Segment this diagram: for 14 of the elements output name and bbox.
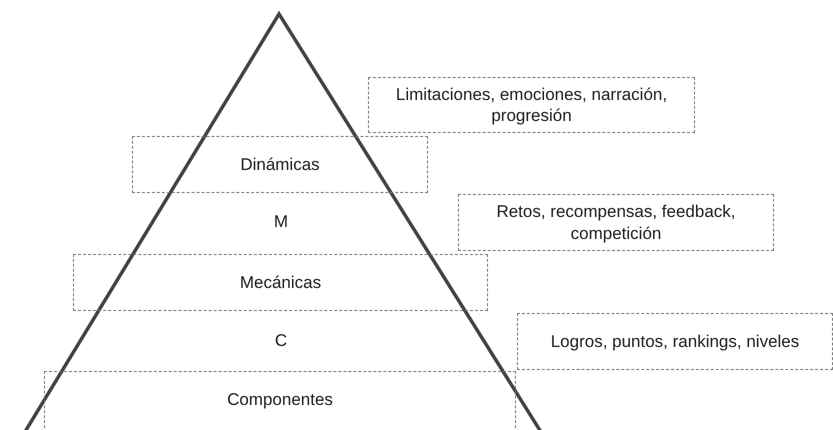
- layer-initial: C: [274, 331, 288, 351]
- layer-box: [132, 136, 428, 193]
- note-box: [458, 194, 774, 251]
- node-text: Dinámicas: [240, 154, 320, 176]
- node-text: Limitaciones, emociones, narración, progresión: [394, 84, 668, 126]
- note-box: [517, 313, 833, 370]
- node-text: Componentes: [227, 389, 333, 410]
- node-text: Logros, puntos, rankings, niveles: [550, 330, 800, 352]
- node-text: Retos, recompensas, feedback, competición: [495, 201, 737, 244]
- node-text: Mecánicas: [240, 272, 322, 294]
- layer-box: [44, 371, 516, 430]
- note-box: [368, 77, 695, 133]
- layer-box: [73, 254, 488, 311]
- layer-initial: M: [274, 212, 288, 232]
